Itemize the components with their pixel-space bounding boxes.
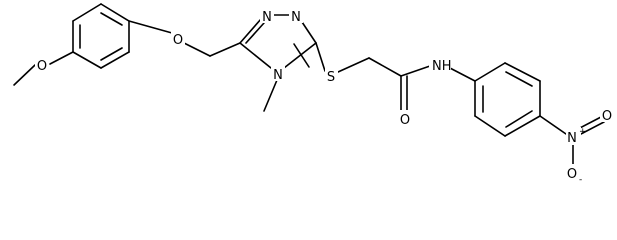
bond [368, 57, 402, 77]
bond [13, 64, 36, 86]
bond [505, 110, 533, 128]
bond [283, 42, 317, 69]
nitro-oxygen-charge: - [579, 175, 582, 185]
bond [245, 22, 265, 44]
nitro-oxygen-top-label: O [602, 109, 612, 124]
triazole-n2-label: N [291, 10, 301, 25]
bond [474, 62, 506, 82]
nitro-oxygen-bottom-label: O [567, 167, 577, 182]
bond [504, 115, 541, 137]
triazole-n1-label: N [262, 10, 272, 25]
nitro-nitrogen-charge: + [579, 127, 587, 137]
bond [239, 42, 272, 69]
nitro-nitrogen-label: N [567, 131, 577, 146]
bond [293, 43, 310, 68]
bond [505, 71, 533, 87]
bond [209, 42, 241, 57]
bond [100, 47, 123, 61]
amide-nitrogen-label: NH [432, 59, 452, 74]
bond [337, 57, 370, 73]
bond [72, 3, 102, 22]
triazole-n4-label: N [273, 68, 283, 83]
bond [504, 62, 541, 82]
bond [100, 12, 123, 26]
bond [474, 115, 506, 137]
bond [100, 3, 130, 22]
bond-layer [13, 3, 605, 165]
bond [128, 20, 173, 34]
bond [49, 51, 74, 65]
thioether-sulfur-label: S [327, 70, 335, 85]
bond [183, 42, 211, 57]
atom-label-layer: O O N N N S O NH N + O O - [35, 7, 614, 185]
methoxy-oxygen-label: O [37, 59, 47, 74]
bond [100, 51, 130, 69]
bond [72, 51, 102, 69]
molecule-structure: O O N N N S O NH N + O O - [13, 3, 614, 185]
bond [539, 115, 567, 135]
carbonyl-oxygen-label: O [400, 113, 410, 128]
ether-oxygen-label: O [173, 33, 183, 48]
bond [578, 121, 605, 136]
bond [315, 42, 326, 72]
bond [263, 79, 278, 112]
bond [400, 65, 431, 77]
bond [239, 18, 262, 44]
bond [447, 66, 476, 82]
